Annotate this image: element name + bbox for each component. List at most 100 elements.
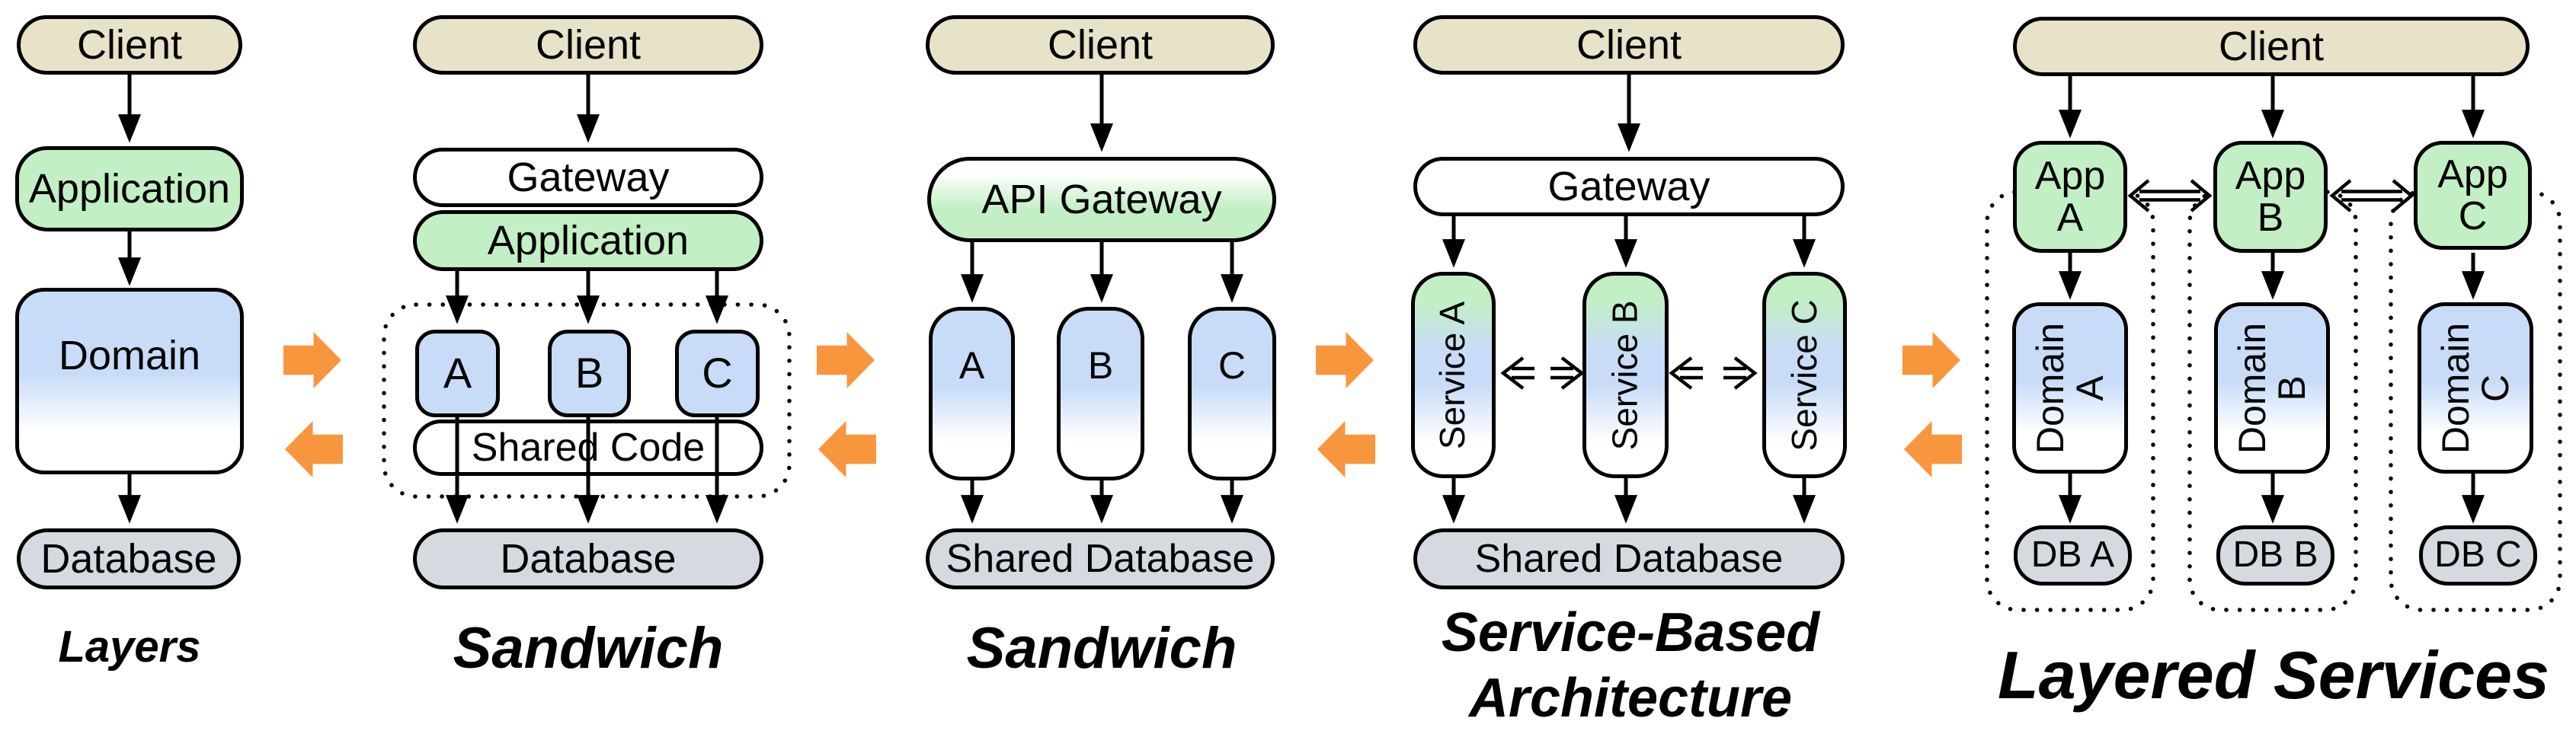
sandwich2-module-b-label: B (1087, 344, 1114, 387)
evolve-left-arrow-icon-3 (1317, 421, 1375, 477)
sba-panel-title-line2: Architecture (1468, 668, 1793, 729)
sandwich1-module-a-box: A (415, 330, 500, 417)
sandwich1-module-a-label: A (443, 349, 472, 397)
layers-client-label: Client (76, 21, 183, 68)
sba-gateway-box: Gateway (1413, 157, 1845, 216)
ls-db-a-box: DB A (2014, 525, 2132, 586)
evolve-left-arrow-icon-1 (285, 421, 343, 477)
bidirectional-arrow-icon-app-ab (2130, 180, 2210, 211)
sba-gateway-label: Gateway (1547, 163, 1710, 209)
ls-domain-a-line2: A (2069, 375, 2112, 401)
sandwich1-shared-code-label: Shared Code (471, 425, 706, 470)
sandwich2-database-label: Shared Database (946, 536, 1255, 581)
sandwich1-application-label: Application (487, 217, 690, 263)
sandwich1-gateway-box: Gateway (413, 148, 763, 207)
sba-panel-title-line1: Service-Based (1441, 602, 1820, 663)
layers-application-label: Application (28, 165, 231, 212)
ls-app-b-line1: App (2235, 153, 2306, 198)
layers-panel-title: Layers (58, 622, 201, 672)
ls-db-a-label: DB A (2030, 535, 2115, 576)
async-right-arrow-icon-bc (1723, 358, 1755, 388)
sba-service-c-label: Service C (1784, 298, 1824, 452)
sba-service-a-label: Service A (1432, 301, 1473, 449)
sandwich1-database-label: Database (500, 535, 677, 582)
async-left-arrow-icon-bc (1672, 358, 1703, 388)
layers-database-box: Database (17, 528, 241, 589)
ls-db-c-box: DB C (2419, 525, 2537, 586)
ls-app-c-line2: C (2458, 193, 2488, 238)
layers-domain-box: Domain (15, 288, 244, 474)
sandwich2-panel-title: Sandwich (966, 616, 1237, 681)
ls-db-b-box: DB B (2216, 525, 2334, 586)
evolve-left-arrow-icon-2 (818, 421, 876, 477)
bidirectional-arrow-icon-app-bc (2332, 180, 2411, 211)
sandwich1-module-b-label: B (574, 349, 604, 397)
sba-service-b-box: Service B (1582, 272, 1669, 478)
evolve-right-arrow-icon-4 (1902, 332, 1960, 388)
sandwich1-module-b-box: B (548, 330, 631, 417)
sandwich1-client-box: Client (413, 15, 763, 75)
sandwich2-module-a-box: A (929, 307, 1015, 480)
sandwich2-module-a-label: A (958, 344, 985, 387)
ls-client-box: Client (2013, 17, 2530, 76)
ls-app-b-line2: B (2257, 195, 2284, 240)
async-right-arrow-icon-ab (1550, 358, 1582, 388)
sandwich2-module-c-box: C (1188, 307, 1276, 480)
sandwich2-api-gateway-box: API Gateway (927, 157, 1276, 242)
ls-domain-c-line1: Domain (2434, 322, 2478, 454)
evolve-right-arrow-icon-3 (1316, 332, 1374, 388)
evolve-right-arrow-icon-1 (283, 332, 341, 388)
sandwich2-database-box: Shared Database (926, 528, 1275, 589)
sandwich1-shared-code-box: Shared Code (413, 420, 763, 476)
ls-db-c-label: DB C (2434, 535, 2522, 576)
sandwich2-module-b-box: B (1057, 307, 1144, 480)
layers-database-label: Database (40, 535, 217, 582)
sba-service-c-box: Service C (1762, 272, 1847, 478)
sandwich1-panel-title: Sandwich (453, 616, 724, 681)
layers-domain-label: Domain (58, 333, 201, 378)
sandwich1-client-label: Client (535, 21, 642, 68)
ls-app-a-line1: App (2034, 153, 2106, 198)
sandwich1-gateway-label: Gateway (507, 154, 670, 200)
sandwich2-module-c-label: C (1218, 344, 1246, 387)
ls-domain-a-line1: Domain (2029, 322, 2072, 454)
sandwich1-application-box: Application (413, 210, 763, 271)
layers-application-box: Application (15, 146, 244, 231)
sba-database-box: Shared Database (1413, 528, 1845, 589)
ls-app-c-line1: App (2437, 152, 2508, 196)
layers-client-box: Client (17, 15, 242, 75)
ls-app-a-line2: A (2056, 195, 2084, 240)
sandwich2-client-label: Client (1047, 21, 1154, 68)
sba-client-box: Client (1413, 15, 1845, 75)
ls-domain-c-line2: C (2474, 374, 2517, 402)
sandwich1-module-c-box: C (675, 330, 760, 417)
ls-client-label: Client (2218, 23, 2325, 69)
ls-domain-b-line1: Domain (2231, 322, 2274, 454)
async-left-arrow-icon-ab (1503, 358, 1534, 388)
evolve-left-arrow-icon-4 (1904, 421, 1962, 477)
ls-panel-title: Layered Services (1997, 637, 2550, 713)
sandwich2-api-gateway-label: API Gateway (981, 176, 1222, 222)
sba-client-label: Client (1576, 21, 1682, 68)
evolve-right-arrow-icon-2 (817, 332, 875, 388)
sba-service-b-label: Service B (1605, 300, 1645, 450)
sba-service-a-box: Service A (1411, 272, 1496, 478)
sandwich1-module-c-label: C (702, 349, 733, 397)
sba-database-label: Shared Database (1474, 536, 1784, 581)
ls-domain-b-line2: B (2270, 375, 2314, 401)
sandwich2-client-box: Client (926, 15, 1275, 75)
ls-db-b-label: DB B (2232, 535, 2318, 576)
